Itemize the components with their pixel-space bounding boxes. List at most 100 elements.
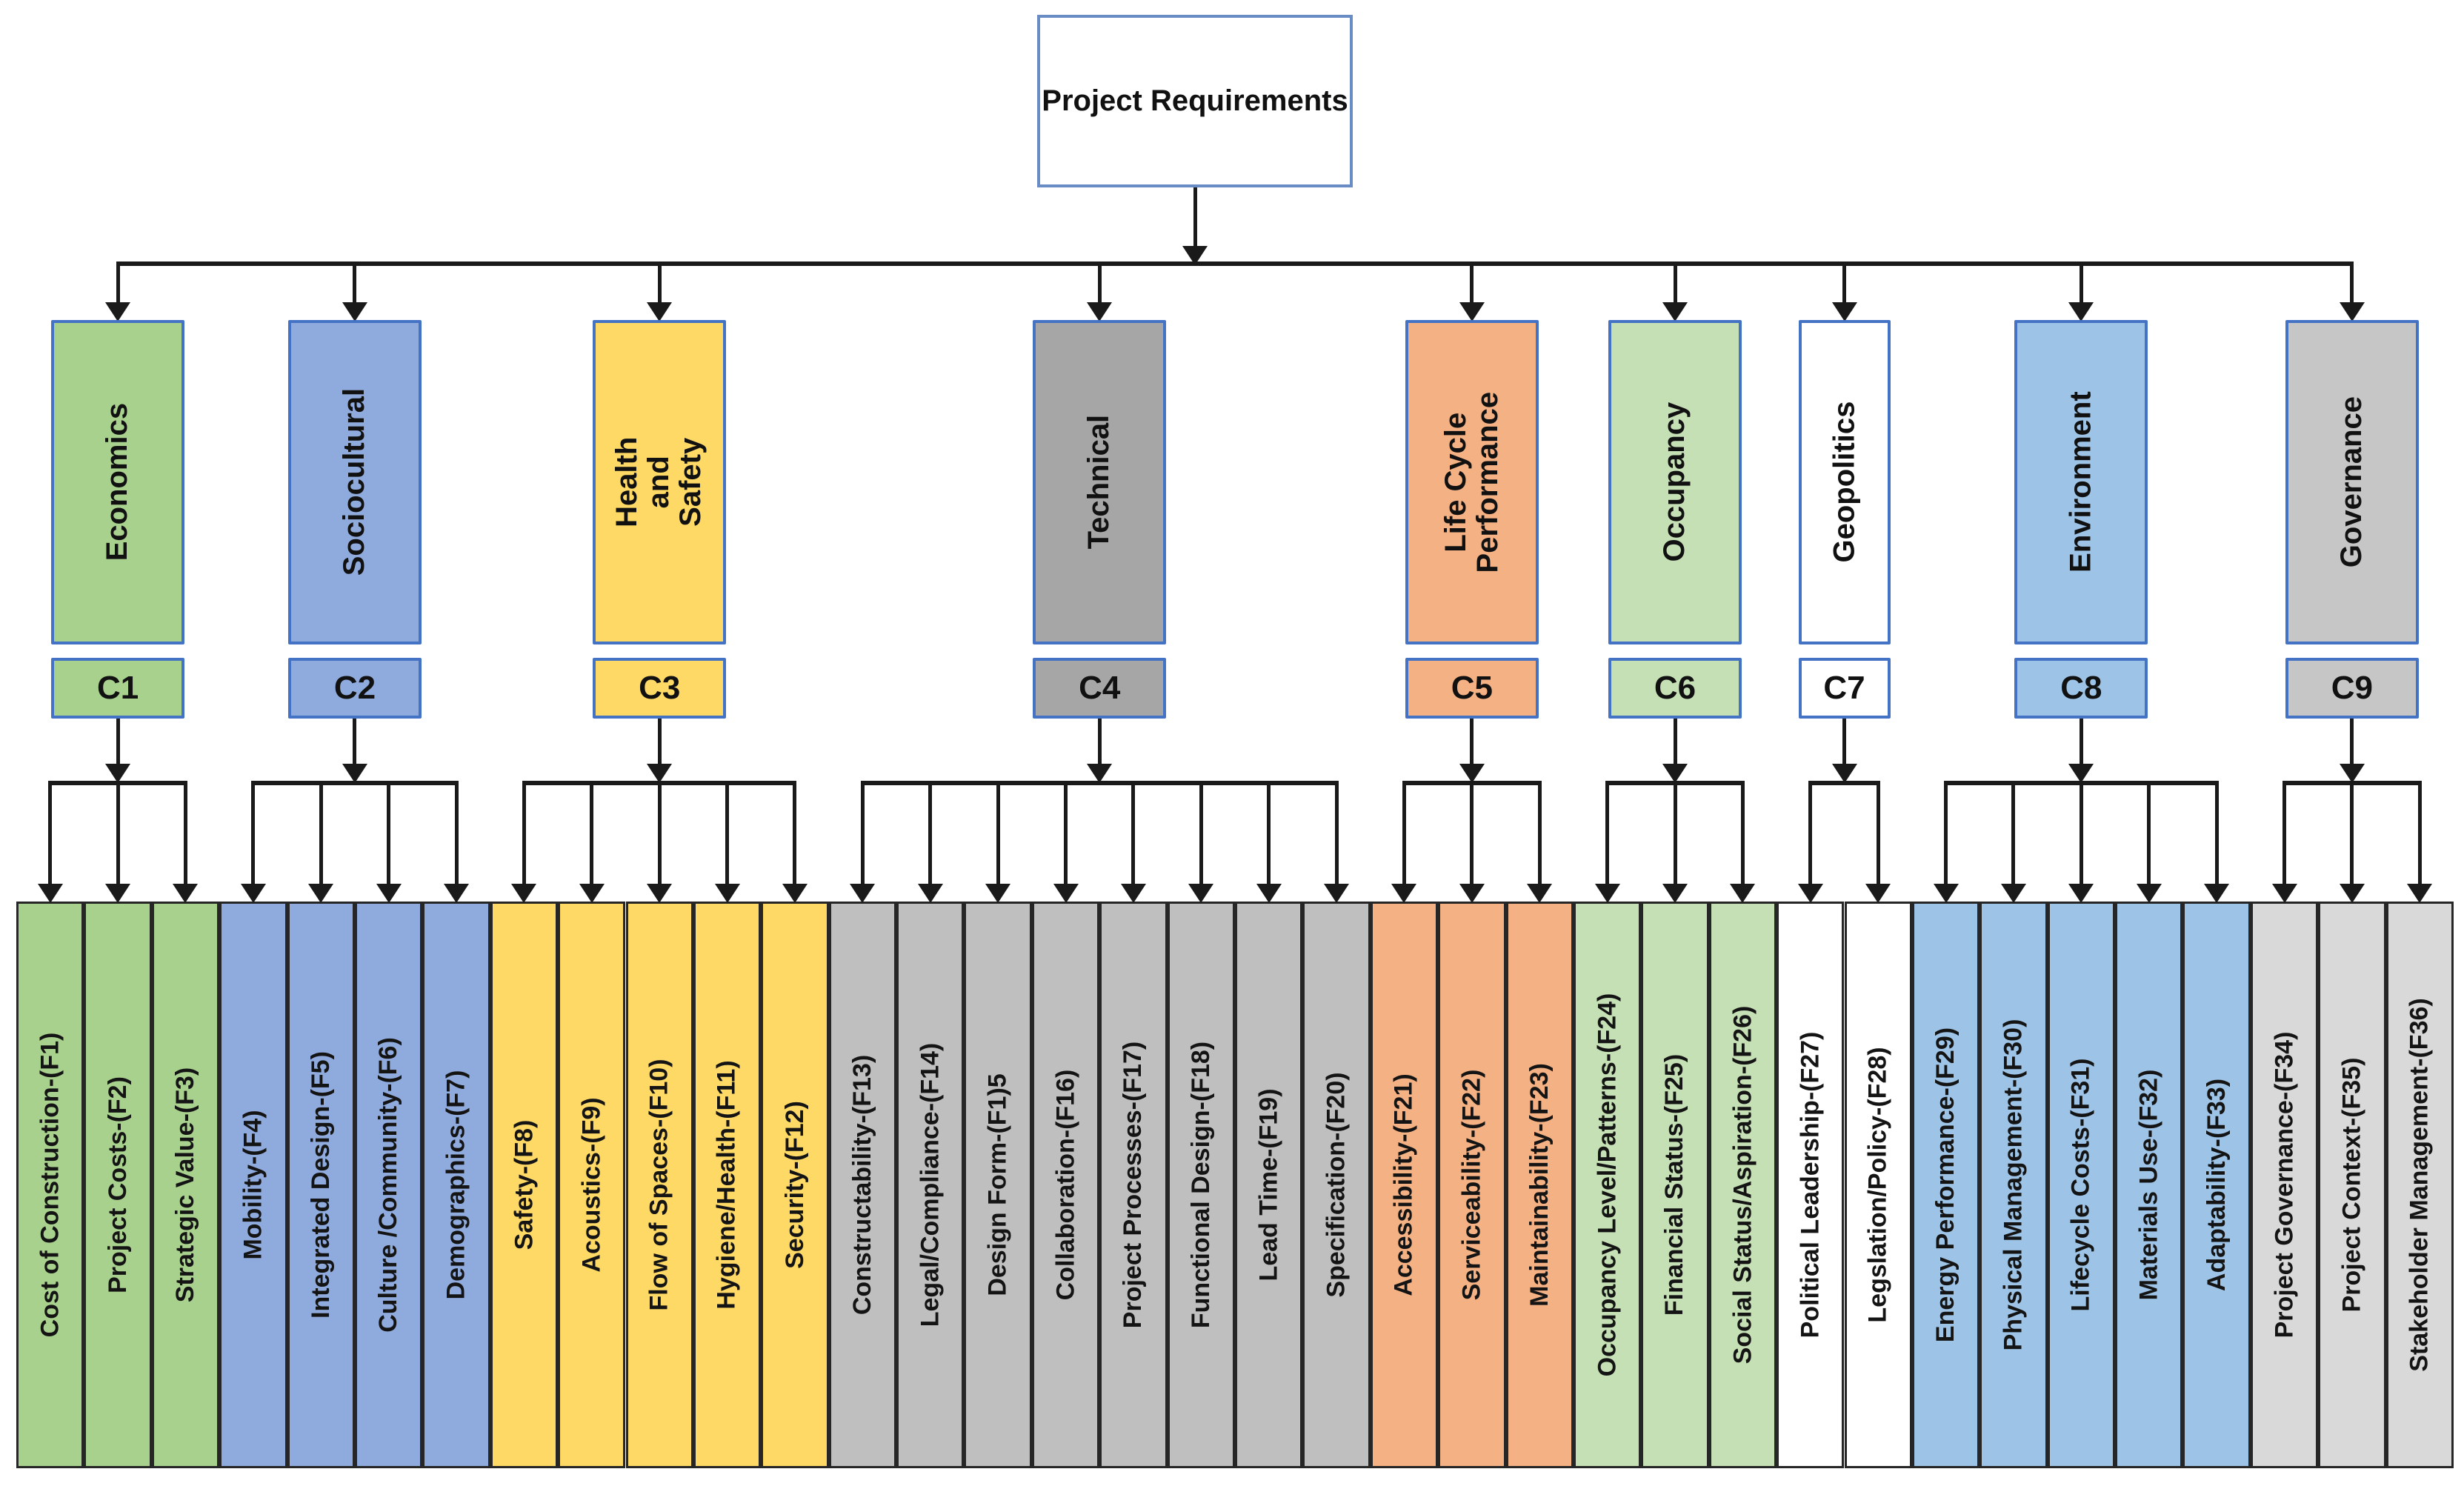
leaf-connector-line (1199, 785, 1203, 884)
category-label-occupancy: Occupancy (1658, 402, 1691, 562)
group-bus-line (1808, 781, 1880, 785)
category-arrowhead (1087, 302, 1113, 321)
leaf-arrowhead (2204, 884, 2230, 903)
category-label-health-and-safety: Health and Safety (610, 436, 707, 528)
project-requirements-box: Project Requirements (1037, 15, 1353, 187)
category-box-life-cycle-performance: Life Cycle Performance (1405, 320, 1539, 644)
leaf-box-f5: Integrated Design-(F5) (287, 902, 355, 1468)
leaf-connector-line (251, 785, 256, 884)
category-arrowhead (2339, 302, 2365, 321)
category-label-sociocultural: Sociocultural (338, 388, 371, 576)
leaf-connector-line (1808, 785, 1813, 884)
category-label-environment: Environment (2064, 391, 2097, 573)
group-connector-line (2079, 719, 2083, 764)
leaf-connector-line (1131, 785, 1136, 884)
leaf-arrowhead (1120, 884, 1146, 903)
group-connector-line (1470, 719, 1474, 764)
leaf-label-f10: Flow of Spaces-(F10) (645, 1059, 673, 1311)
group-arrowhead (1459, 764, 1485, 783)
category-box-health-and-safety: Health and Safety (593, 320, 727, 644)
leaf-box-f27: Political Leadership-(F27) (1777, 902, 1845, 1468)
leaf-box-f18: Functional Design-(F18) (1167, 902, 1235, 1468)
leaf-label-f9: Acoustics-(F9) (577, 1097, 606, 1273)
leaf-connector-line (48, 785, 53, 884)
category-box-environment: Environment (2014, 320, 2148, 644)
code-box-c5: C5 (1405, 658, 1539, 719)
group-bus-line (1944, 781, 2219, 785)
group-arrowhead (105, 764, 131, 783)
group-arrowhead (1831, 764, 1857, 783)
leaf-label-f7: Demographics-(F7) (442, 1070, 470, 1300)
leaf-arrowhead (173, 884, 199, 903)
leaf-box-f22: Serviceability-(F22) (1438, 902, 1506, 1468)
leaf-box-f33: Adaptability-(F33) (2182, 902, 2251, 1468)
leaf-connector-line (183, 785, 187, 884)
group-connector-line (353, 719, 357, 764)
leaf-connector-line (2417, 785, 2422, 884)
leaf-label-f26: Social Status/Aspiration-(F26) (1728, 1005, 1757, 1365)
leaf-arrowhead (1527, 884, 1553, 903)
leaf-label-f18: Functional Design-(F18) (1186, 1041, 1215, 1329)
leaf-box-f15: Design Form-(F1)5 (964, 902, 1032, 1468)
leaf-label-f36: Stakeholder Management-(F36) (2405, 998, 2434, 1372)
leaf-label-f6: Culture /Community-(F6) (374, 1037, 403, 1333)
leaf-label-f11: Hygiene/Health-(F11) (713, 1060, 742, 1310)
leaf-arrowhead (850, 884, 876, 903)
trunk-line (1193, 187, 1197, 247)
leaf-arrowhead (1188, 884, 1214, 903)
leaf-box-f21: Accessibility-(F21) (1370, 902, 1439, 1468)
leaf-arrowhead (240, 884, 266, 903)
code-box-c8: C8 (2014, 658, 2148, 719)
group-connector-line (1097, 719, 1102, 764)
leaf-arrowhead (1865, 884, 1891, 903)
leaf-box-f6: Culture /Community-(F6) (354, 902, 423, 1468)
group-bus-line (522, 781, 797, 785)
leaf-arrowhead (1594, 884, 1620, 903)
leaf-label-f28: Legslation/Policy-(F28) (1863, 1047, 1892, 1323)
leaf-label-f24: Occupancy Level/Patterns-(F24) (1593, 993, 1622, 1377)
leaf-box-f8: Safety-(F8) (490, 902, 559, 1468)
group-bus-line (2282, 781, 2422, 785)
leaf-arrowhead (2407, 884, 2433, 903)
leaf-label-f13: Constructability-(F13) (848, 1054, 876, 1316)
leaf-connector-line (319, 785, 323, 884)
code-label-c1: C1 (96, 670, 139, 706)
leaf-label-f29: Energy Performance-(F29) (1931, 1027, 1960, 1343)
leaf-label-f20: Specification-(F20) (1322, 1072, 1351, 1298)
leaf-box-f23: Maintainability-(F23) (1505, 902, 1574, 1468)
leaf-label-f12: Security-(F12) (780, 1101, 809, 1269)
leaf-box-f1: Cost of Construction-(F1) (16, 902, 84, 1468)
leaf-connector-line (1537, 785, 1542, 884)
leaf-box-f4: Mobility-(F4) (219, 902, 287, 1468)
leaf-connector-line (1267, 785, 1271, 884)
leaf-label-f17: Project Processes-(F17) (1119, 1041, 1148, 1329)
category-connector-line (116, 264, 120, 302)
leaf-connector-line (1876, 785, 1880, 884)
leaf-arrowhead (2068, 884, 2094, 903)
leaf-label-f16: Collaboration-(F16) (1051, 1069, 1080, 1301)
leaf-arrowhead (782, 884, 808, 903)
code-label-c2: C2 (333, 670, 376, 706)
leaf-box-f17: Project Processes-(F17) (1099, 902, 1168, 1468)
category-box-occupancy: Occupancy (1608, 320, 1742, 644)
category-connector-line (657, 264, 662, 302)
code-label-c4: C4 (1079, 670, 1121, 706)
leaf-box-f14: Legal/Compliance-(F14) (896, 902, 965, 1468)
group-connector-line (1673, 719, 1677, 764)
group-connector-line (116, 719, 120, 764)
leaf-arrowhead (37, 884, 63, 903)
leaf-box-f16: Collaboration-(F16) (1031, 902, 1100, 1468)
leaf-label-f22: Serviceability-(F22) (1457, 1069, 1486, 1301)
leaf-box-f30: Physical Management-(F30) (1979, 902, 2048, 1468)
leaf-arrowhead (917, 884, 943, 903)
leaf-box-f2: Project Costs-(F2) (84, 902, 152, 1468)
leaf-box-f11: Hygiene/Health-(F11) (693, 902, 762, 1468)
category-arrowhead (1459, 302, 1485, 321)
leaf-arrowhead (1256, 884, 1282, 903)
leaf-box-f24: Occupancy Level/Patterns-(F24) (1573, 902, 1642, 1468)
leaf-label-f4: Mobility-(F4) (239, 1110, 267, 1260)
leaf-box-f20: Specification-(F20) (1302, 902, 1371, 1468)
leaf-label-f27: Political Leadership-(F27) (1796, 1031, 1825, 1339)
leaf-label-f23: Maintainability-(F23) (1525, 1063, 1554, 1307)
group-bus-line (860, 781, 1339, 785)
